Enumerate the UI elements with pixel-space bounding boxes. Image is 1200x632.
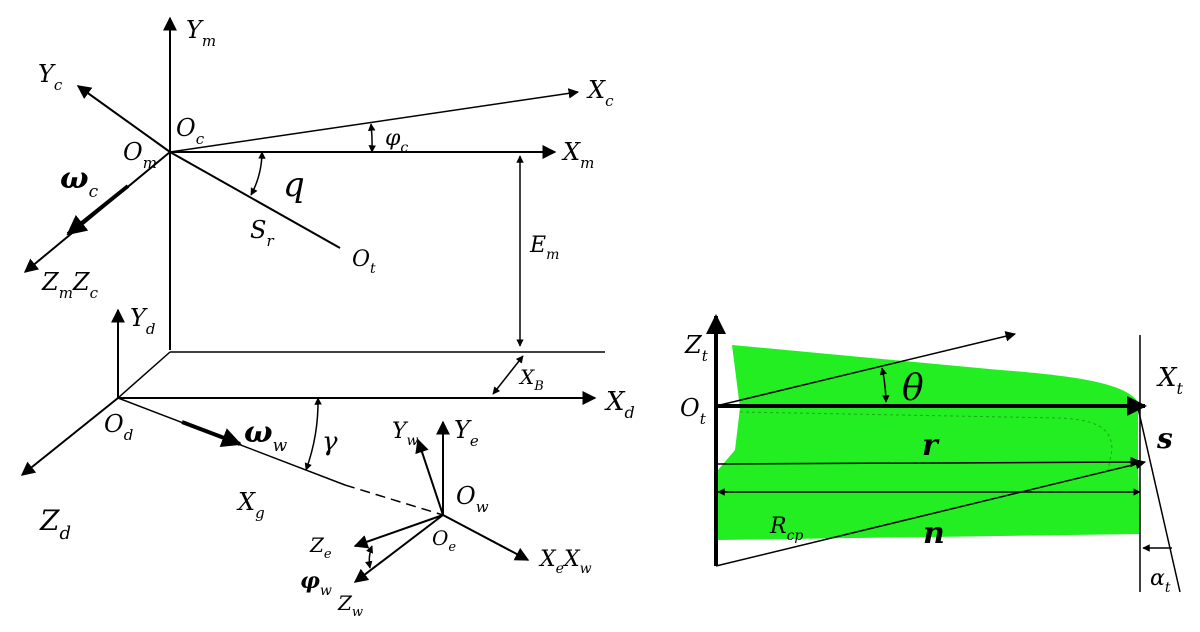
label-n: n <box>923 516 945 551</box>
label-xg: Xg <box>236 488 265 522</box>
omega-c-arrow <box>66 184 130 236</box>
label-yw: Yw <box>392 419 419 449</box>
label-xc: Xc <box>586 76 614 110</box>
label-oe: Oe <box>432 526 456 555</box>
xe-xw-axis <box>442 514 530 561</box>
xg-dashed <box>344 484 444 516</box>
label-ym: Ym <box>186 16 216 50</box>
phi-c-angle-arc <box>367 123 376 153</box>
xb-dimension <box>492 355 524 395</box>
label-em: Em <box>529 233 559 263</box>
label-s: s <box>1156 422 1173 455</box>
label-zm-zc: ZmZc <box>41 268 99 302</box>
label-oc: Oc <box>176 114 205 148</box>
r-line <box>717 456 1142 468</box>
label-theta: θ <box>902 368 924 409</box>
omega-w-arrow <box>181 420 242 447</box>
label-r: r <box>922 428 940 463</box>
label-yd: Yd <box>130 304 155 338</box>
label-zw: Zw <box>337 591 363 620</box>
zw-axis <box>353 514 444 583</box>
label-od: Od <box>104 410 133 444</box>
zd-axis <box>20 397 119 476</box>
label-ze: Ze <box>309 533 332 562</box>
label-rcp: Rcp <box>769 514 803 544</box>
label-ye: Ye <box>454 416 479 450</box>
ze-axis <box>353 514 444 549</box>
sr-line <box>169 151 341 249</box>
label-phi-w: φw <box>300 568 332 599</box>
yw-axis <box>415 438 444 516</box>
label-xm: Xm <box>561 138 594 172</box>
label-zt: Zt <box>684 331 709 365</box>
plane-left-edge <box>117 351 171 399</box>
profile-edge-line <box>1137 407 1181 593</box>
left-diagram: Ym Yc Oc Om Xc Xm φc q ωc Sr Ot ZmZc Em … <box>20 16 635 620</box>
phi-w-angle-arc <box>365 545 374 569</box>
q-angle-arc <box>250 151 266 196</box>
label-yc: Yc <box>38 60 63 94</box>
label-q: q <box>283 165 305 205</box>
label-ot-left: Ot <box>352 247 376 277</box>
label-gamma: γ <box>322 427 338 457</box>
label-ow: Ow <box>456 482 489 516</box>
label-omega-c: ωc <box>60 161 99 202</box>
gamma-angle-arc <box>304 397 322 471</box>
label-xe-xw: XeXw <box>538 547 592 577</box>
tool-profile-inner-outline <box>739 411 1113 471</box>
theta-ray <box>715 331 1017 407</box>
label-ot: Ot <box>680 394 707 428</box>
label-zd: Zd <box>39 504 71 544</box>
label-xt: Xt <box>1156 363 1184 398</box>
label-sr: Sr <box>250 216 274 250</box>
label-phi-c: φc <box>385 126 408 156</box>
label-xd: Xd <box>604 387 635 422</box>
theta-angle-arc <box>879 367 890 403</box>
yc-axis <box>76 85 171 153</box>
xc-axis <box>169 88 580 153</box>
label-om: Om <box>123 138 157 172</box>
label-omega-w: ωw <box>244 415 288 456</box>
label-xb: XB <box>518 365 544 394</box>
label-alpha-t: αt <box>1150 566 1171 596</box>
right-diagram: Zt Xt Ot θ r s Rcp n αt <box>680 314 1184 596</box>
n-line <box>715 459 1147 567</box>
